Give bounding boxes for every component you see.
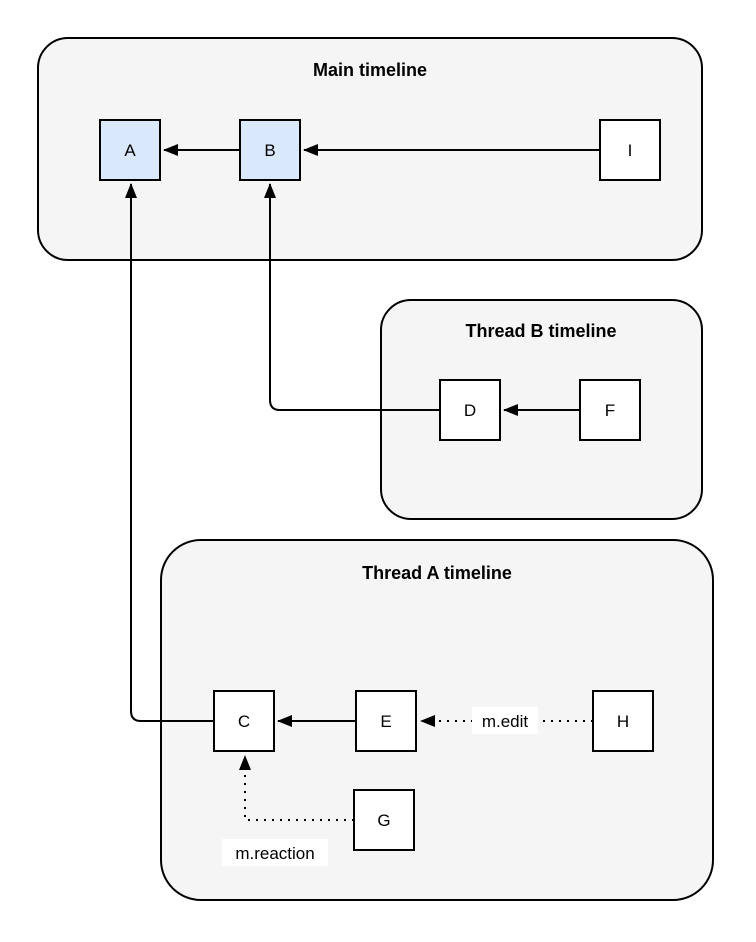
node-F-box <box>579 379 641 441</box>
node-I-box <box>599 119 661 181</box>
node-E-box <box>355 690 417 752</box>
edge-label-m-reaction-background <box>222 839 328 866</box>
node-C-label: C <box>238 712 250 731</box>
node-D-label: D <box>464 401 476 420</box>
node-F: F <box>579 379 641 441</box>
group-thread-a-timeline-title: Thread A timeline <box>362 563 512 583</box>
node-E: E <box>355 690 417 752</box>
node-H-label: H <box>617 712 629 731</box>
node-B: B <box>239 119 301 181</box>
node-H-box <box>592 690 654 752</box>
node-B-label: B <box>264 141 275 160</box>
node-F-label: F <box>605 401 615 420</box>
node-D: D <box>439 379 501 441</box>
node-G-label: G <box>377 811 390 830</box>
node-H: H <box>592 690 654 752</box>
node-E-label: E <box>380 712 391 731</box>
node-A-box <box>99 119 161 181</box>
node-I: I <box>599 119 661 181</box>
edge-C-to-A <box>125 183 214 722</box>
node-B-box <box>239 119 301 181</box>
node-A-label: A <box>124 141 136 160</box>
edge-label-m-edit: m.edit <box>482 712 529 731</box>
group-main-timeline-title: Main timeline <box>313 60 427 80</box>
node-A: A <box>99 119 161 181</box>
edge-label-m-edit-background <box>472 707 538 734</box>
edge-label-m-reaction: m.reaction <box>235 844 314 863</box>
node-G-box <box>353 789 415 851</box>
node-G: G <box>353 789 415 851</box>
node-I-label: I <box>628 141 633 160</box>
node-C: C <box>213 690 275 752</box>
edge-D-to-B <box>264 183 440 411</box>
node-C-box <box>213 690 275 752</box>
node-D-box <box>439 379 501 441</box>
group-thread-b-timeline-title: Thread B timeline <box>465 321 616 341</box>
